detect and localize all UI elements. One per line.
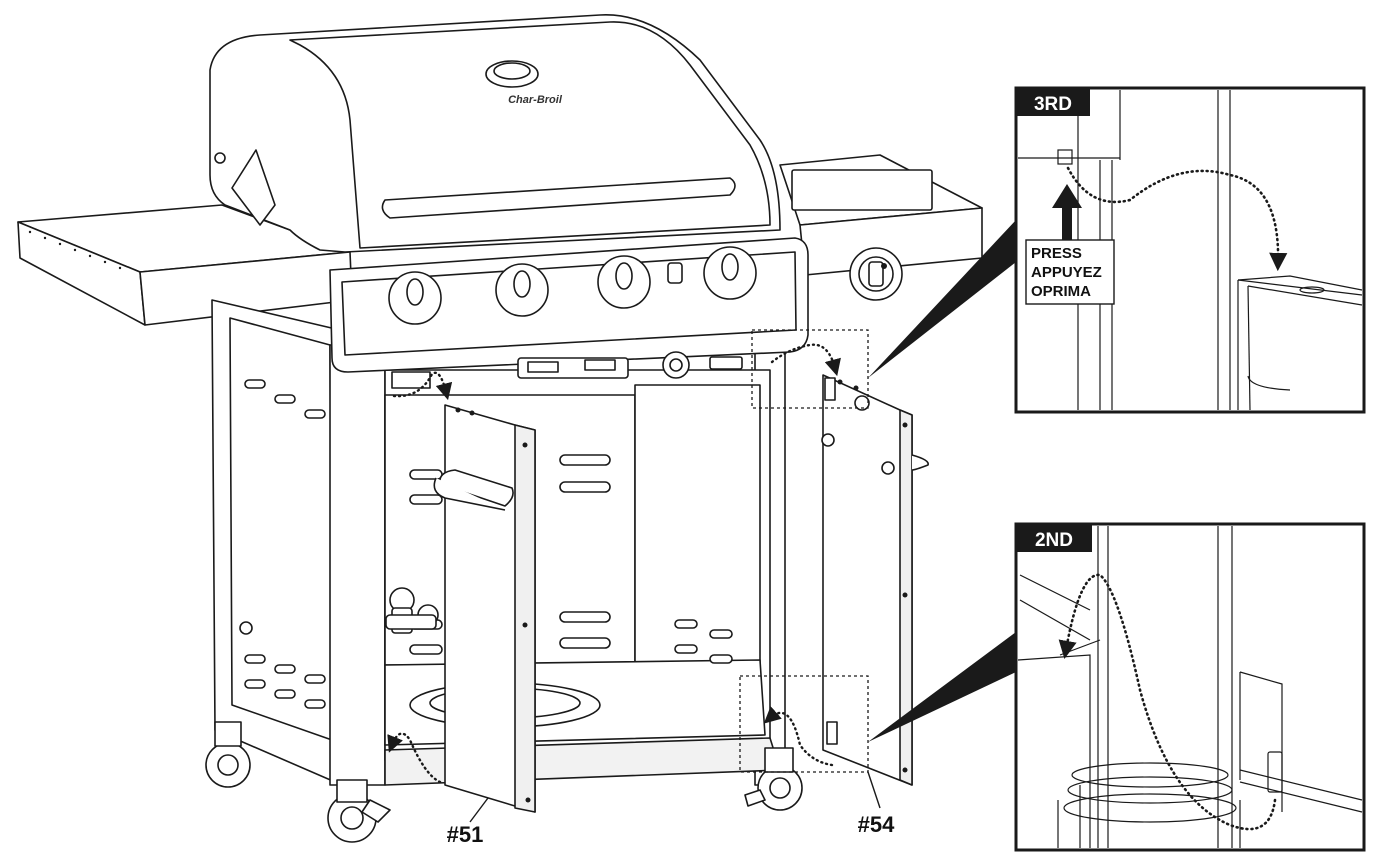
step-tag-2nd: 2ND [1035,530,1073,551]
right-side-shelf [779,154,983,301]
gas-regulator [385,587,439,634]
part-leader-lines [469,771,881,823]
grill-lid [209,14,781,253]
left-door-51 [433,404,536,813]
caster-wheels [205,721,803,843]
part-label-54: #54 [858,812,895,837]
brand-logo: Char-Broil [508,94,563,106]
part-label-51: #51 [447,822,484,847]
inset-bottom-motion-arrow [1058,573,1277,831]
right-door-54 [821,374,929,786]
instruction-press: PRESS [1031,245,1082,262]
burner-control-knobs [388,246,757,325]
inset-step-2: 2ND [1014,522,1366,852]
motion-arrows [387,343,841,784]
grill-illustration [17,14,983,843]
detail-box-top [751,329,869,409]
instruction-appuyez: APPUYEZ [1031,264,1102,281]
detail-callout-boxes [739,329,869,773]
door-hinge-bracket [391,351,743,389]
instruction-oprima: OPRIMA [1031,283,1091,300]
detail-box-bottom [739,675,869,773]
inset-top-motion-arrow [1066,166,1288,272]
press-instruction-box [1025,239,1115,305]
callout-leaders [868,220,1016,742]
control-panel [329,237,809,373]
inset-step-3: 3RD PRESS APPUYEZ OPRIMA [1014,86,1366,414]
step-tag-3rd: 3RD [1034,94,1072,115]
igniter-button [667,262,683,284]
